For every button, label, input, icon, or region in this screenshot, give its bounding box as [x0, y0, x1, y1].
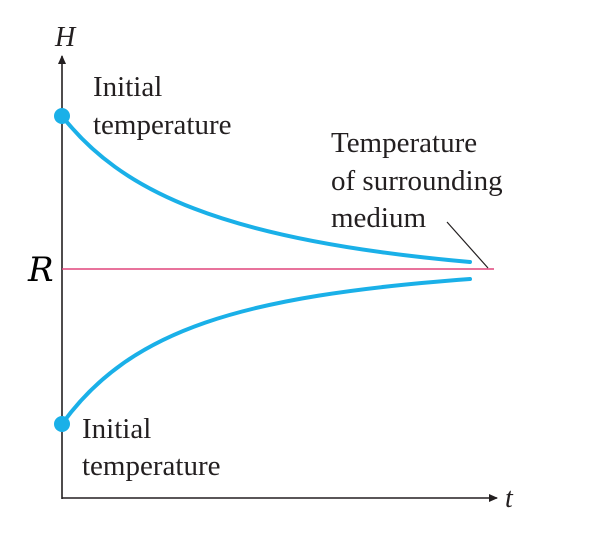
surrounding-line-3: medium	[331, 202, 426, 234]
warming-curve	[60, 277, 472, 426]
label-pointer-line	[446, 221, 489, 269]
initial-bottom-line-1: Initial	[82, 413, 151, 445]
initial-temperature-bottom-label: Initial temperature	[82, 413, 220, 482]
initial-bottom-line-2: temperature	[82, 450, 220, 482]
initial-temperature-top-label: Initial temperature	[93, 71, 231, 141]
y-axis-label: H	[54, 22, 77, 53]
initial-point-bottom	[54, 416, 70, 432]
surrounding-line-1: Temperature	[331, 127, 477, 159]
reference-label: R	[27, 250, 54, 290]
surrounding-line-2: of surrounding	[331, 165, 503, 197]
initial-top-line-1: Initial	[93, 71, 162, 103]
initial-top-line-2: temperature	[93, 109, 231, 141]
surrounding-temperature-label: Temperature of surrounding medium	[331, 127, 510, 234]
x-axis-label: t	[505, 483, 514, 514]
cooling-curve	[60, 114, 472, 264]
initial-point-top	[54, 108, 70, 124]
